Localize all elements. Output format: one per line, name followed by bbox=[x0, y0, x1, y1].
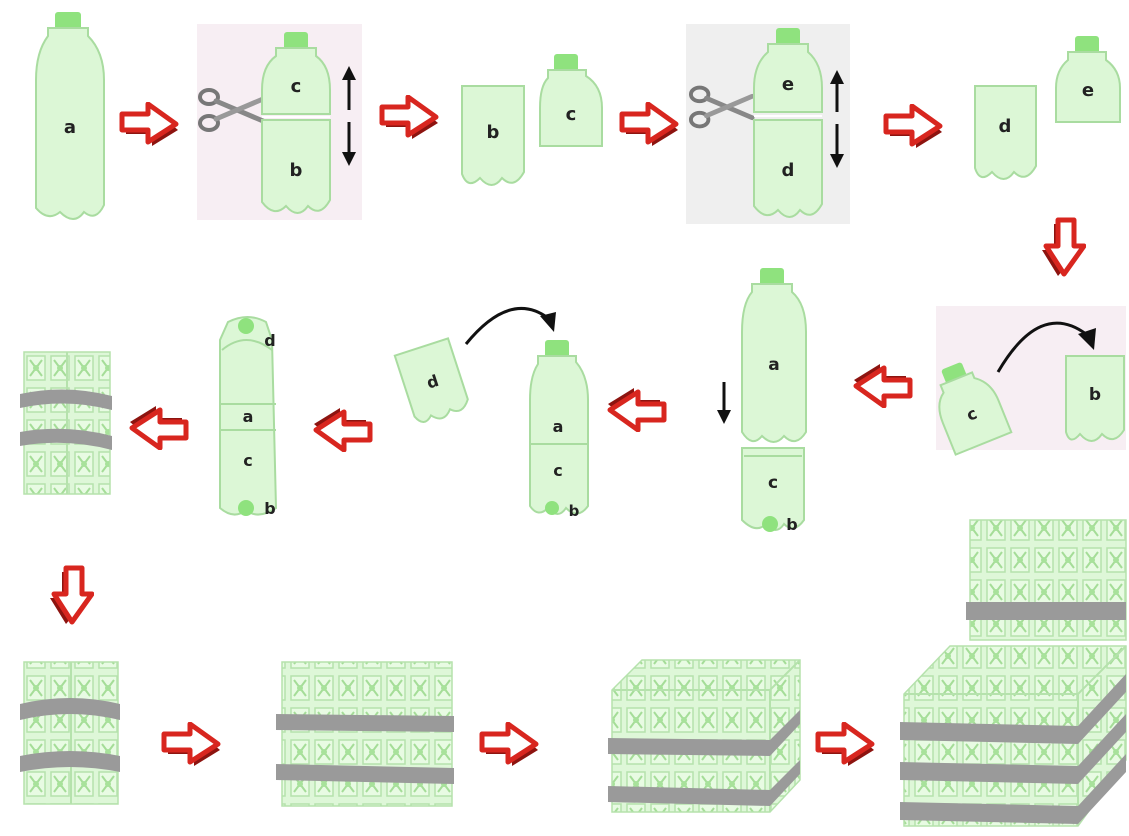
red-arrow-icon bbox=[1042, 220, 1084, 276]
label-b: b bbox=[786, 515, 797, 534]
pieces-d-e: d e bbox=[975, 36, 1120, 179]
red-arrow-icon bbox=[130, 406, 186, 448]
red-arrow-icon bbox=[622, 104, 678, 146]
red-arrow-icon bbox=[122, 104, 178, 146]
banded-pair bbox=[20, 352, 112, 494]
completed-unit: d a c b bbox=[220, 317, 276, 518]
label-a: a bbox=[553, 417, 564, 436]
assembly-a-c: a c b bbox=[717, 268, 806, 534]
block-stage-1 bbox=[20, 662, 120, 804]
cut-panel-2: e d bbox=[686, 24, 850, 224]
block-stage-4 bbox=[900, 520, 1126, 826]
cut-panel-1: c b bbox=[197, 24, 362, 220]
label-c: c bbox=[566, 104, 577, 125]
label-a: a bbox=[64, 117, 76, 138]
assembly-d: a c b d bbox=[395, 308, 588, 520]
label-e: e bbox=[1082, 80, 1094, 101]
red-arrow-icon bbox=[50, 568, 92, 624]
label-c: c bbox=[243, 451, 252, 470]
pieces-b-c: b c bbox=[462, 54, 602, 185]
red-arrow-icon bbox=[164, 724, 220, 766]
label-b: b bbox=[290, 160, 303, 181]
red-arrow-icon bbox=[382, 97, 438, 139]
block-stage-3 bbox=[608, 660, 800, 812]
down-arrow-icon bbox=[717, 382, 731, 424]
label-d: d bbox=[264, 331, 275, 350]
red-arrow-icon bbox=[818, 724, 874, 766]
bottle-a: a bbox=[36, 12, 104, 219]
label-c: c bbox=[553, 461, 562, 480]
red-arrow-icon bbox=[886, 106, 942, 148]
label-a: a bbox=[243, 407, 254, 426]
red-arrow-icon bbox=[608, 388, 664, 430]
label-b: b bbox=[569, 502, 580, 520]
insert-panel: c b bbox=[924, 306, 1126, 455]
label-d: d bbox=[782, 160, 795, 181]
label-b: b bbox=[487, 122, 500, 143]
red-arrow-icon bbox=[854, 364, 910, 406]
label-b: b bbox=[1089, 385, 1101, 405]
label-e: e bbox=[782, 74, 794, 95]
red-arrow-icon bbox=[482, 724, 538, 766]
label-c: c bbox=[768, 473, 778, 493]
label-b: b bbox=[264, 499, 275, 518]
curved-arrow-icon bbox=[466, 308, 548, 344]
red-arrow-icon bbox=[314, 408, 370, 450]
label-a: a bbox=[768, 355, 779, 375]
label-c: c bbox=[291, 76, 302, 97]
block-stage-2 bbox=[276, 662, 454, 806]
label-d: d bbox=[999, 116, 1012, 137]
